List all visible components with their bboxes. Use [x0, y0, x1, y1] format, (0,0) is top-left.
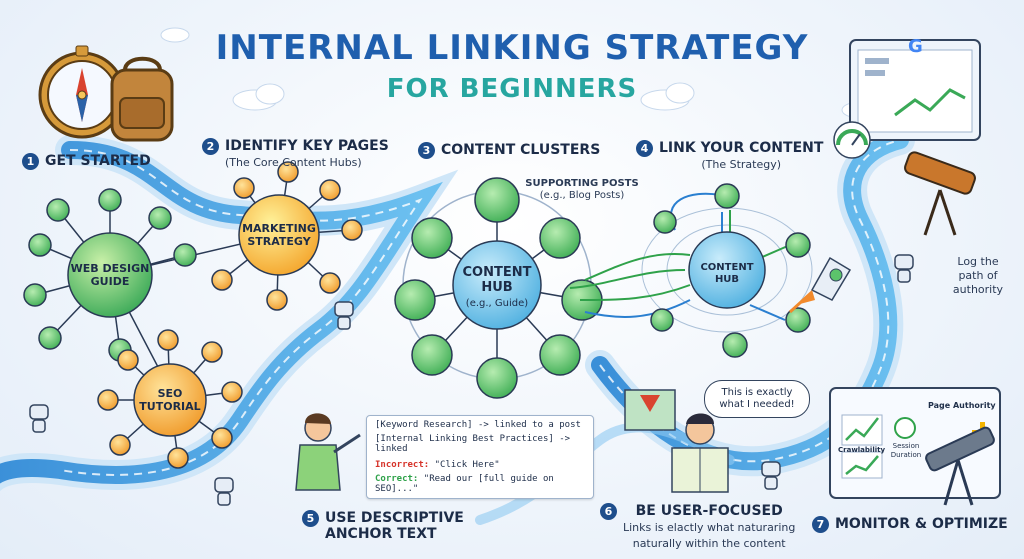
telescope-icon-2: [925, 426, 995, 506]
step-5-number: 5: [302, 510, 319, 527]
supporting-posts-label: SUPPORTING POSTS(e.g., Blog Posts): [525, 178, 639, 201]
step-6-sub: Links is elactly what naturaring: [623, 521, 796, 534]
step-7-label: MONITOR & OPTIMIZE: [835, 516, 1008, 532]
link-network: [569, 183, 813, 358]
step-2: 2 IDENTIFY KEY PAGES (The Core Content H…: [202, 138, 389, 170]
step-3: 3 CONTENT CLUSTERS: [418, 142, 600, 159]
step-7-number: 7: [812, 516, 829, 533]
step-3-label: CONTENT CLUSTERS: [441, 142, 601, 158]
page-title: INTERNAL LINKING STRATEGY: [215, 28, 809, 68]
step-5-label-2: ANCHOR TEXT: [325, 526, 437, 542]
dashboard-icon: [829, 387, 1001, 499]
svg-text:G: G: [908, 36, 923, 57]
map-icon: [624, 389, 676, 431]
step-5: 5 USE DESCRIPTIVE ANCHOR TEXT: [302, 510, 464, 542]
step-6-label: BE USER-FOCUSED: [635, 503, 783, 519]
step-6-number: 6: [600, 503, 617, 520]
monitor-icon: G: [849, 36, 981, 141]
step-5-label: USE DESCRIPTIVE: [325, 510, 464, 526]
correct-value: "Read our [full guide on SEO]...": [375, 474, 554, 494]
step-6-sub-2: naturally within the content: [632, 537, 786, 550]
telescope-icon: [904, 151, 976, 236]
step-4: 4 LINK YOUR CONTENT (The Strategy): [636, 140, 823, 172]
step-4-sub: (The Strategy): [701, 158, 782, 171]
step-7: 7 MONITOR & OPTIMIZE: [812, 516, 1008, 533]
step-2-label: IDENTIFY KEY PAGES: [225, 138, 389, 154]
step-4-number: 4: [636, 140, 653, 157]
step-1-label: GET STARTED: [45, 153, 151, 169]
web-design-cluster: [23, 188, 197, 391]
step-2-number: 2: [202, 138, 219, 155]
step-1: 1 GET STARTED: [22, 153, 151, 170]
step-2-sub: (The Core Content Hubs): [225, 156, 362, 169]
reader-icon: [671, 413, 729, 493]
rocket-icon: [788, 256, 852, 314]
page-subtitle: FOR BEGINNERS: [386, 74, 638, 104]
incorrect-label: Incorrect:: [375, 460, 430, 470]
step-1-number: 1: [22, 153, 39, 170]
person-icon: [295, 413, 361, 491]
anchor-line-1: [Keyword Research] -> linked to a post: [375, 420, 581, 430]
robot-icon: [29, 254, 914, 506]
page-authority-label: Page Authority: [928, 401, 996, 410]
step-3-number: 3: [418, 142, 435, 159]
anchor-text-card: [Keyword Research] -> linked to a post […: [366, 415, 594, 499]
gauge-icon: [833, 121, 871, 159]
step-4-label: LINK YOUR CONTENT: [659, 140, 824, 156]
correct-label: Correct:: [375, 474, 419, 484]
compass-icon: [38, 45, 126, 139]
incorrect-value: "Click Here": [434, 460, 500, 470]
marketing-cluster: [129, 161, 363, 311]
seo-cluster: [97, 329, 243, 469]
backpack-icon: [110, 56, 174, 142]
step-6: 6 BE USER-FOCUSED Links is elactly what …: [600, 503, 795, 551]
crawlability-label: Crawlability: [838, 446, 886, 454]
anchor-line-2: [Internal Linking Best Practices] -> lin…: [375, 434, 571, 454]
